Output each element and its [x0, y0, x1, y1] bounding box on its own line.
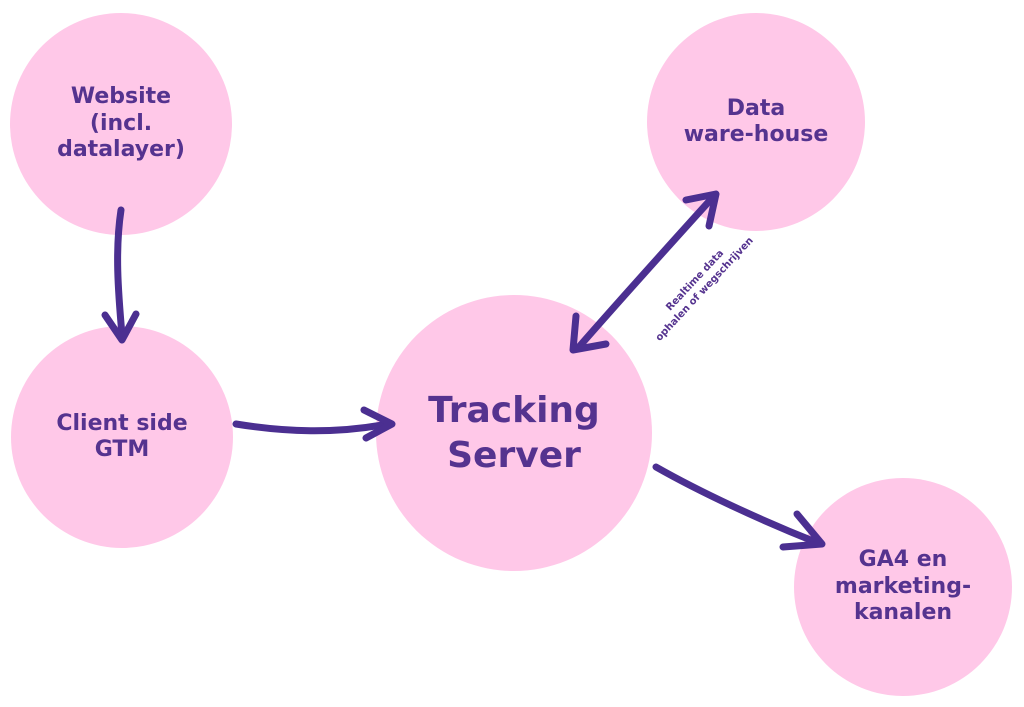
arrow-tracking-to-ga4	[652, 463, 822, 547]
client-gtm-node: Client side GTM	[11, 326, 233, 548]
warehouse-edge-label: Realtime data ophalen of wegschrijven	[639, 221, 760, 348]
arrow-client-to-tracking	[232, 420, 392, 435]
edge-label-line-2: ophalen of wegschrijven	[653, 235, 756, 344]
tracking-server-node-label: Tracking Server	[428, 390, 600, 476]
website-node: Website (incl. datalayer)	[10, 13, 232, 235]
tracking-server-node: Tracking Server	[376, 295, 652, 571]
client-gtm-node-label: Client side GTM	[56, 410, 188, 462]
edge-label-line-1: Realtime data	[664, 247, 727, 314]
ga4-node-label: GA4 en marketing- kanalen	[834, 547, 972, 626]
website-node-label: Website (incl. datalayer)	[57, 84, 185, 163]
data-warehouse-node: Data ware-house	[647, 13, 865, 231]
data-warehouse-node-label: Data ware-house	[683, 95, 829, 147]
ga4-node: GA4 en marketing- kanalen	[794, 478, 1012, 696]
